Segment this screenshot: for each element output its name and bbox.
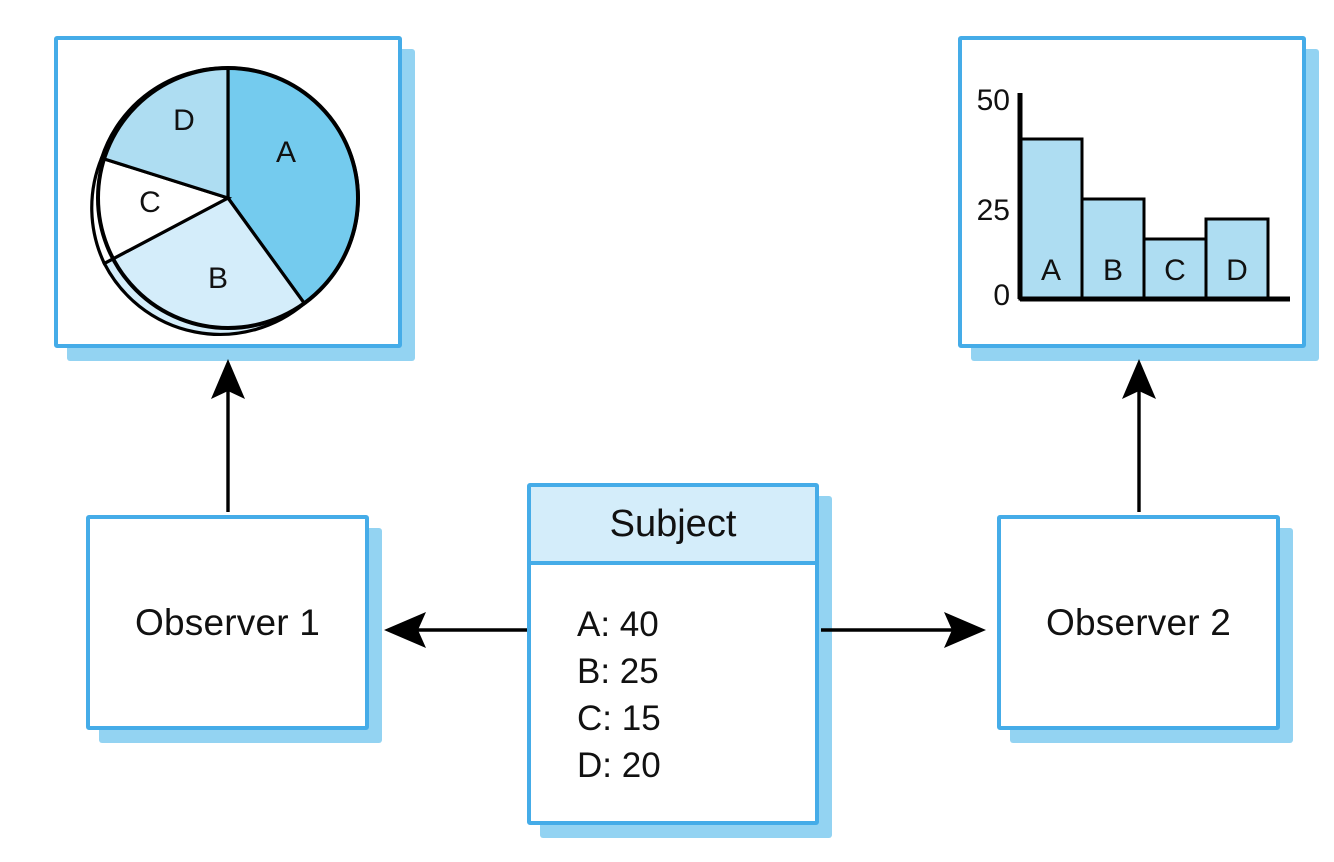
subject-row-d: D: 20 [577,746,661,785]
bar-chart: 50 25 0 A B C D [977,84,1290,312]
observer-1-box-face: Observer 1 [86,515,369,730]
pie-chart-card[interactable]: A B C D [54,36,415,361]
subject-body: A: 40 B: 25 C: 15 D: 20 [531,569,815,821]
bar-chart-ytick-25: 25 [977,194,1010,227]
pie-label-d: D [173,104,195,137]
arrow-subject-to-observer-1 [384,612,527,648]
bar-chart-card-face: 50 25 0 A B C D [958,36,1306,348]
bar-label-c: C [1164,254,1186,287]
pie-chart-card-face: A B C D [54,36,402,348]
arrow-observer-2-to-bar-chart [1122,359,1156,512]
subject-box-face: Subject A: 40 B: 25 C: 15 D: 20 [527,483,819,825]
arrow-observer-1-to-pie-chart [211,359,245,512]
arrow-subject-to-observer-2 [821,612,986,648]
subject-row-a: A: 40 [577,605,659,644]
pie-slice-b [102,195,307,336]
bar-chart-ytick-0: 0 [993,279,1010,312]
bar-label-d: D [1226,254,1248,287]
bar-d [1204,217,1270,301]
bar-label-a: A [1041,254,1061,287]
pie-label-b: B [208,262,228,295]
pie-label-a: A [276,136,296,169]
observer-1-box[interactable]: Observer 1 [86,515,382,743]
observer-2-box[interactable]: Observer 2 [997,515,1293,743]
pie-chart: A B C D [90,66,360,336]
pie-label-c: C [139,186,161,219]
observer-1-label: Observer 1 [134,601,320,643]
bar-chart-card[interactable]: 50 25 0 A B C D [958,36,1319,361]
subject-row-b: B: 25 [577,652,659,691]
subject-row-c: C: 15 [577,699,661,738]
subject-box[interactable]: Subject A: 40 B: 25 C: 15 D: 20 [527,483,832,838]
pie-slice-c [90,156,233,266]
observer-2-box-face: Observer 2 [997,515,1280,730]
bar-label-b: B [1103,254,1123,287]
subject-header: Subject [531,487,815,565]
bar-chart-ytick-50: 50 [977,84,1010,117]
observer-2-label: Observer 2 [1045,601,1231,643]
pie-outline [96,66,360,330]
